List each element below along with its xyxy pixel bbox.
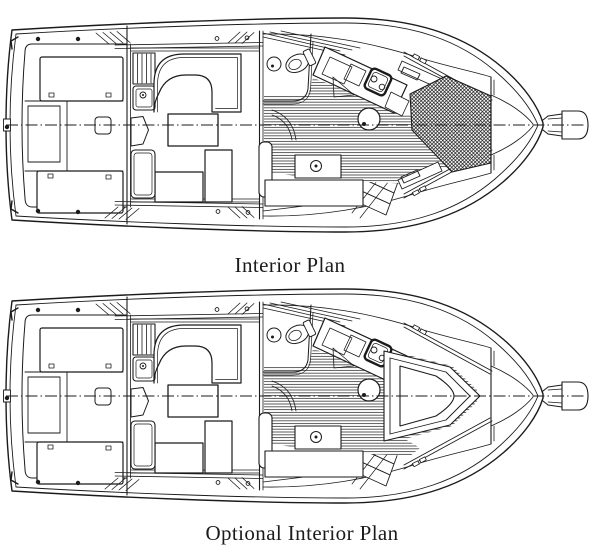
interior-plan-drawing: [2, 17, 589, 233]
optional-interior-plan-label: Optional Interior Plan: [205, 521, 399, 545]
optional-interior-plan-drawing: [2, 288, 589, 504]
interior-plan-label: Interior Plan: [234, 253, 346, 277]
